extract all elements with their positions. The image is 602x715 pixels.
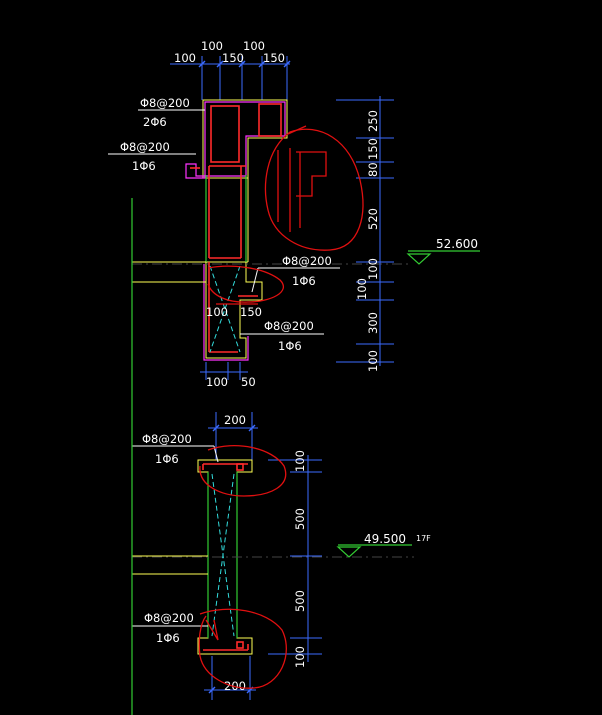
svg-text:Φ8@200: Φ8@200 <box>120 140 170 154</box>
svg-text:1Φ6: 1Φ6 <box>292 274 316 288</box>
dim-top-4: 100 <box>243 39 265 53</box>
lower-dim-right-4: 100 <box>293 646 307 668</box>
svg-text:1Φ6: 1Φ6 <box>132 159 156 173</box>
lower-bottom-dimension: 200 <box>204 656 256 700</box>
lower-dim-right-3: 500 <box>293 590 307 612</box>
upper-lower-stirrup <box>203 264 249 361</box>
upper-inner-dimensions: 100 150 <box>206 305 262 319</box>
svg-text:Φ8@200: Φ8@200 <box>140 96 190 110</box>
svg-text:1Φ6: 1Φ6 <box>278 339 302 353</box>
svg-text:Φ8@200: Φ8@200 <box>282 254 332 268</box>
lower-right-dimension-chain: 100 500 500 100 <box>268 450 322 668</box>
svg-text:1Φ6: 1Φ6 <box>155 452 179 466</box>
svg-text:2Φ6: 2Φ6 <box>143 115 167 129</box>
dim-right-6: 100 <box>355 278 369 300</box>
lower-dim-top: 200 <box>224 413 246 427</box>
elevation-marker-49500: 49.500 17F <box>336 532 431 558</box>
upper-diagonal-bracing <box>209 265 241 353</box>
upper-stirrup <box>185 101 286 179</box>
upper-rebar-callout-4: Φ8@200 1Φ6 <box>240 319 324 353</box>
lower-rebar-callout-1: Φ8@200 1Φ6 <box>132 432 219 466</box>
dim-top-2: 100 <box>201 39 223 53</box>
upper-rebar-callout-1: Φ8@200 2Φ6 <box>138 96 205 129</box>
elevation-value-lower: 49.500 <box>364 532 406 546</box>
lower-rebar-callout-2: Φ8@200 1Φ6 <box>132 611 208 645</box>
upper-top-dimension-chain: 100 100 150 100 150 <box>170 39 291 100</box>
upper-rebar-callout-2: Φ8@200 1Φ6 <box>108 140 196 173</box>
floor-tag: 17F <box>416 534 431 543</box>
lower-dim-right-2: 500 <box>293 508 307 530</box>
upper-rebars <box>190 103 282 353</box>
dim-right-7: 300 <box>366 312 380 334</box>
svg-text:Φ8@200: Φ8@200 <box>144 611 194 625</box>
lower-red-markup <box>198 444 287 689</box>
dim-right-2: 150 <box>366 138 380 160</box>
lower-dim-right-1: 100 <box>293 450 307 472</box>
lower-slab <box>132 555 414 575</box>
upper-section-detail: 100 100 150 100 150 <box>108 39 480 389</box>
dim-inner-1: 100 <box>206 305 228 319</box>
dim-bottom-2: 50 <box>241 375 256 389</box>
elevation-value-upper: 52.600 <box>436 237 478 251</box>
lower-rebars <box>202 463 249 651</box>
dim-right-5: 100 <box>366 258 380 280</box>
dim-right-1: 250 <box>366 110 380 132</box>
lower-dim-bottom: 200 <box>224 679 246 693</box>
dim-right-4: 520 <box>366 208 380 230</box>
upper-bottom-dimension-chain: 100 50 <box>200 362 256 389</box>
dim-bottom-1: 100 <box>206 375 228 389</box>
dim-inner-2: 150 <box>240 305 262 319</box>
upper-rebar-callout-3: Φ8@200 1Φ6 <box>251 254 340 293</box>
svg-text:Φ8@200: Φ8@200 <box>264 319 314 333</box>
upper-right-dimension-chain: 250 150 80 520 100 100 300 100 <box>336 96 394 372</box>
svg-text:1Φ6: 1Φ6 <box>156 631 180 645</box>
lower-diagonal-bracing <box>211 473 235 637</box>
dim-top-1: 100 <box>174 51 196 65</box>
dim-right-3: 80 <box>366 162 380 177</box>
lower-section-detail: 200 <box>132 412 431 700</box>
upper-slab <box>132 261 410 283</box>
dim-top-3: 150 <box>222 51 244 65</box>
dim-top-5: 150 <box>263 51 285 65</box>
elevation-marker-52600: 52.600 <box>406 237 480 265</box>
upper-red-markup <box>207 125 364 305</box>
svg-text:Φ8@200: Φ8@200 <box>142 432 192 446</box>
dim-right-8: 100 <box>366 350 380 372</box>
